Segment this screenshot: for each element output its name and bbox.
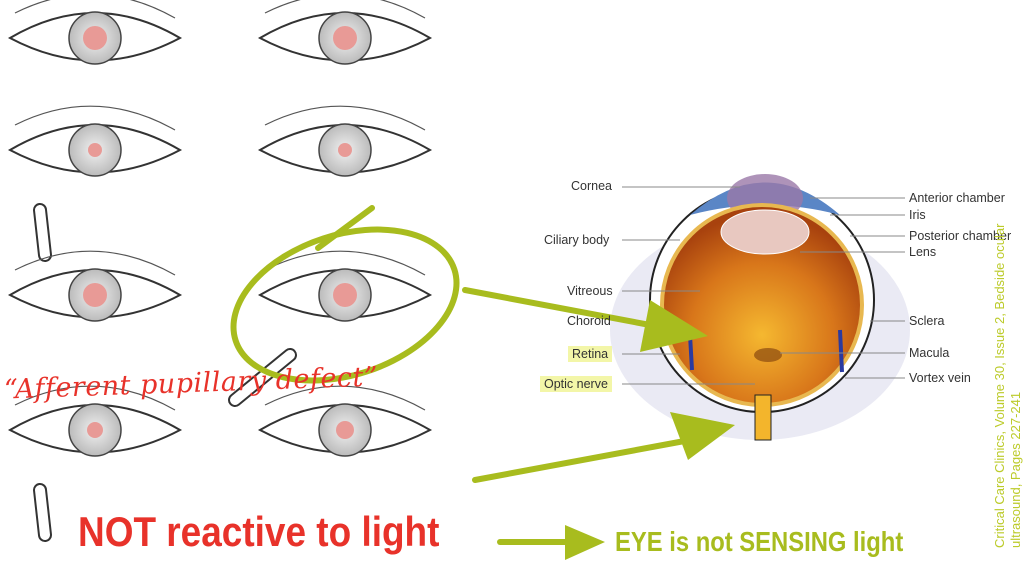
eye-sketch bbox=[257, 250, 433, 322]
label-anterior-chamber: Anterior chamber bbox=[909, 191, 1005, 205]
eye-sketch bbox=[257, 105, 433, 177]
penlight-icon bbox=[33, 203, 52, 262]
arrowhead-icon bbox=[640, 300, 708, 352]
label-lens: Lens bbox=[909, 245, 937, 259]
eye-sketch bbox=[7, 250, 183, 322]
eye-sketch bbox=[7, 105, 183, 177]
green-annotations bbox=[230, 205, 693, 545]
label-iris: Iris bbox=[909, 208, 926, 222]
citation-line-1: Critical Care Clinics, Volume 30, Issue … bbox=[992, 223, 1007, 548]
eye-sketch bbox=[7, 385, 183, 457]
arrowhead-icon bbox=[670, 412, 735, 460]
label-cornea: Cornea bbox=[571, 179, 612, 193]
label-ciliary-body: Ciliary body bbox=[544, 233, 610, 247]
eye-not-sensing-text: EYE is not SENSING light bbox=[615, 526, 904, 557]
arrow-to-optic-nerve bbox=[472, 437, 693, 483]
not-reactive-text: NOT reactive to light bbox=[78, 508, 440, 555]
label-vitreous: Vitreous bbox=[567, 284, 613, 298]
label-optic-nerve: Optic nerve bbox=[540, 376, 612, 392]
citation-line-2: ultrasound, Pages 227-241 bbox=[1008, 391, 1023, 548]
eye-anatomy-diagram bbox=[610, 174, 910, 441]
label-retina: Retina bbox=[568, 346, 613, 362]
label-sclera: Sclera bbox=[909, 314, 945, 328]
arrow-to-retina bbox=[462, 287, 653, 328]
eye-sketch bbox=[257, 0, 433, 65]
eye-sketch bbox=[257, 385, 433, 457]
label-posterior-chamber: Posterior chamber bbox=[909, 229, 1012, 243]
penlight-icon bbox=[33, 483, 52, 542]
arrowhead-icon bbox=[565, 525, 605, 560]
citation: Critical Care Clinics, Volume 30, Issue … bbox=[992, 224, 1024, 548]
label-macula: Macula bbox=[909, 346, 950, 360]
circle-highlight bbox=[230, 226, 460, 384]
label-choroid: Choroid bbox=[567, 314, 611, 328]
penlight-icon bbox=[228, 348, 297, 407]
label-vortex-vein: Vortex vein bbox=[909, 371, 971, 385]
eye-sketch bbox=[7, 0, 183, 65]
